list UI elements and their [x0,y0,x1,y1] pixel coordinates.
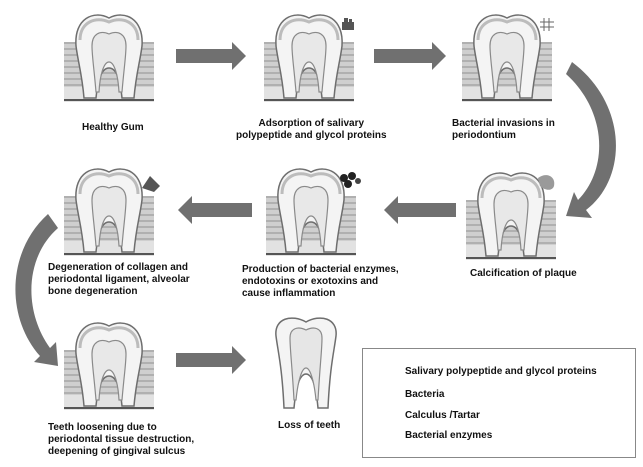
arrow-healthy-to-adsorption [176,42,246,70]
tooth-adsorption [264,15,354,102]
arrow-enzymes-to-degeneration [178,196,252,224]
arrow-loosening-to-loss [176,346,246,374]
extracted-tooth-pulp [290,328,322,400]
tooth-loss [276,318,336,408]
legend-item-bacteria: Bacteria [405,389,444,401]
tooth-degeneration [64,169,154,256]
caption-bacterial-invasion: Bacterial invasions in periodontium [452,118,555,142]
caption-loss: Loss of teeth [278,420,340,432]
legend-item-enzymes: Bacterial enzymes [405,430,492,442]
caption-enzyme-production: Production of bacterial enzymes, endotox… [242,264,399,300]
caption-calcification: Calcification of plaque [470,268,577,280]
degeneration-marker [142,176,160,192]
arrow-calcification-to-enzymes [384,196,456,224]
legend: Salivary polypeptide and glycol proteins… [362,348,636,458]
legend-item-salivary: Salivary polypeptide and glycol proteins [405,366,597,378]
tooth-healthy-gum [64,15,154,102]
tooth-enzyme-production [266,169,356,256]
legend-item-calculus: Calculus /Tartar [405,410,480,422]
bacteria-marker [540,18,554,31]
tooth-loosening [64,323,154,410]
caption-healthy-gum: Healthy Gum [82,122,144,134]
caption-degeneration: Degeneration of collagen and periodontal… [48,262,190,298]
arrow-invasion-to-calcification [566,62,616,218]
caption-loosening: Teeth loosening due to periodontal tissu… [48,422,194,458]
tooth-bacterial-invasion [462,15,552,102]
salivary-polypeptide-marker [342,18,354,30]
arrow-adsorption-to-invasion [374,42,446,70]
caption-adsorption: Adsorption of salivary polypeptide and g… [236,118,387,142]
